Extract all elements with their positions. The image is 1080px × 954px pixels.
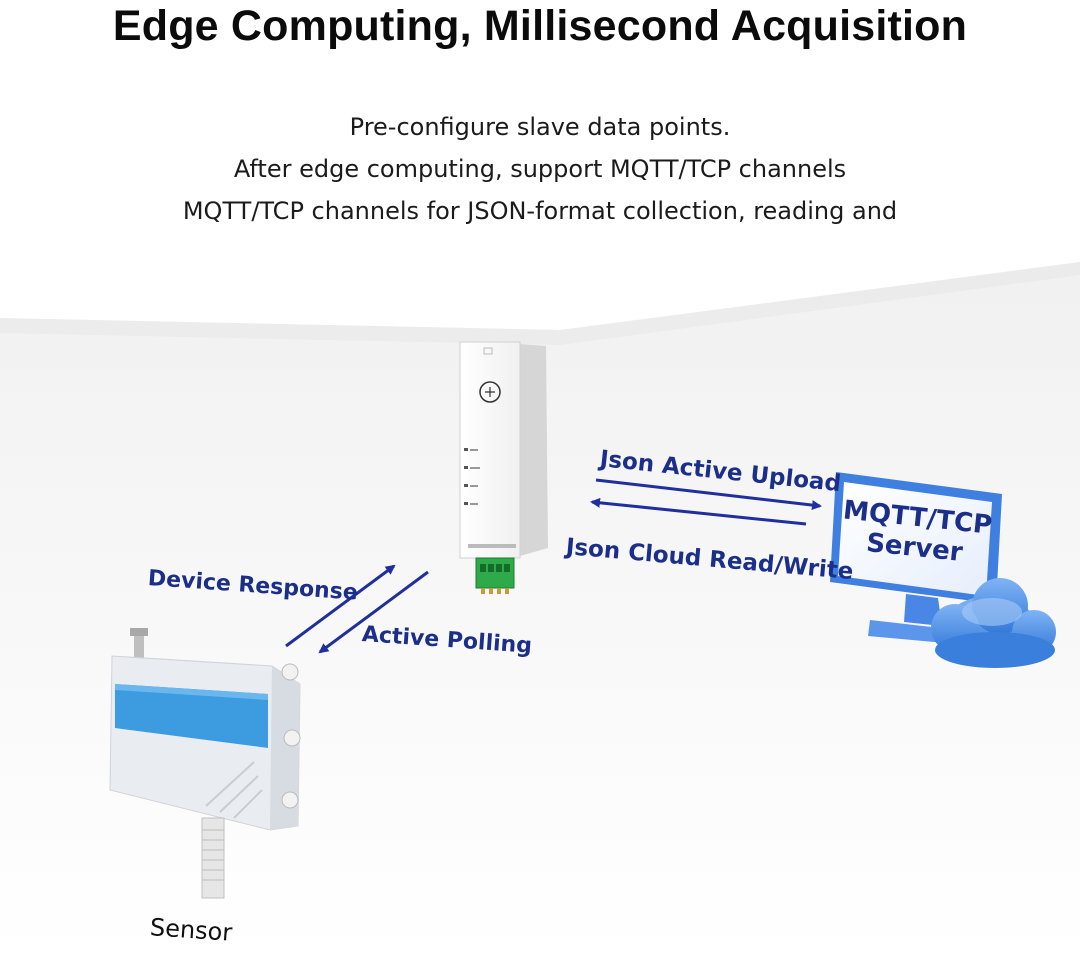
description: Pre-configure slave data points. After e… [0,106,1080,232]
response-arrow [285,564,396,648]
description-line-1: Pre-configure slave data points. [349,113,731,141]
gateway-logo-icon [479,381,501,403]
sensor-probe [201,817,225,899]
description-line-3: MQTT/TCP channels for JSON-format collec… [182,197,898,225]
sensor-device [109,628,301,899]
sensor-label: Sensor [149,913,234,947]
upload-arrow [595,478,822,511]
cloud-arrow [590,497,807,526]
cloud-icon [931,578,1056,668]
polling-arrow [318,570,429,654]
gateway-device [459,341,548,594]
sensor-display-band [115,684,268,748]
page-title: Edge Computing, Millisecond Acquisition [112,2,968,50]
terminal-block [475,557,515,589]
description-line-2: After edge computing, support MQTT/TCP c… [233,155,847,183]
